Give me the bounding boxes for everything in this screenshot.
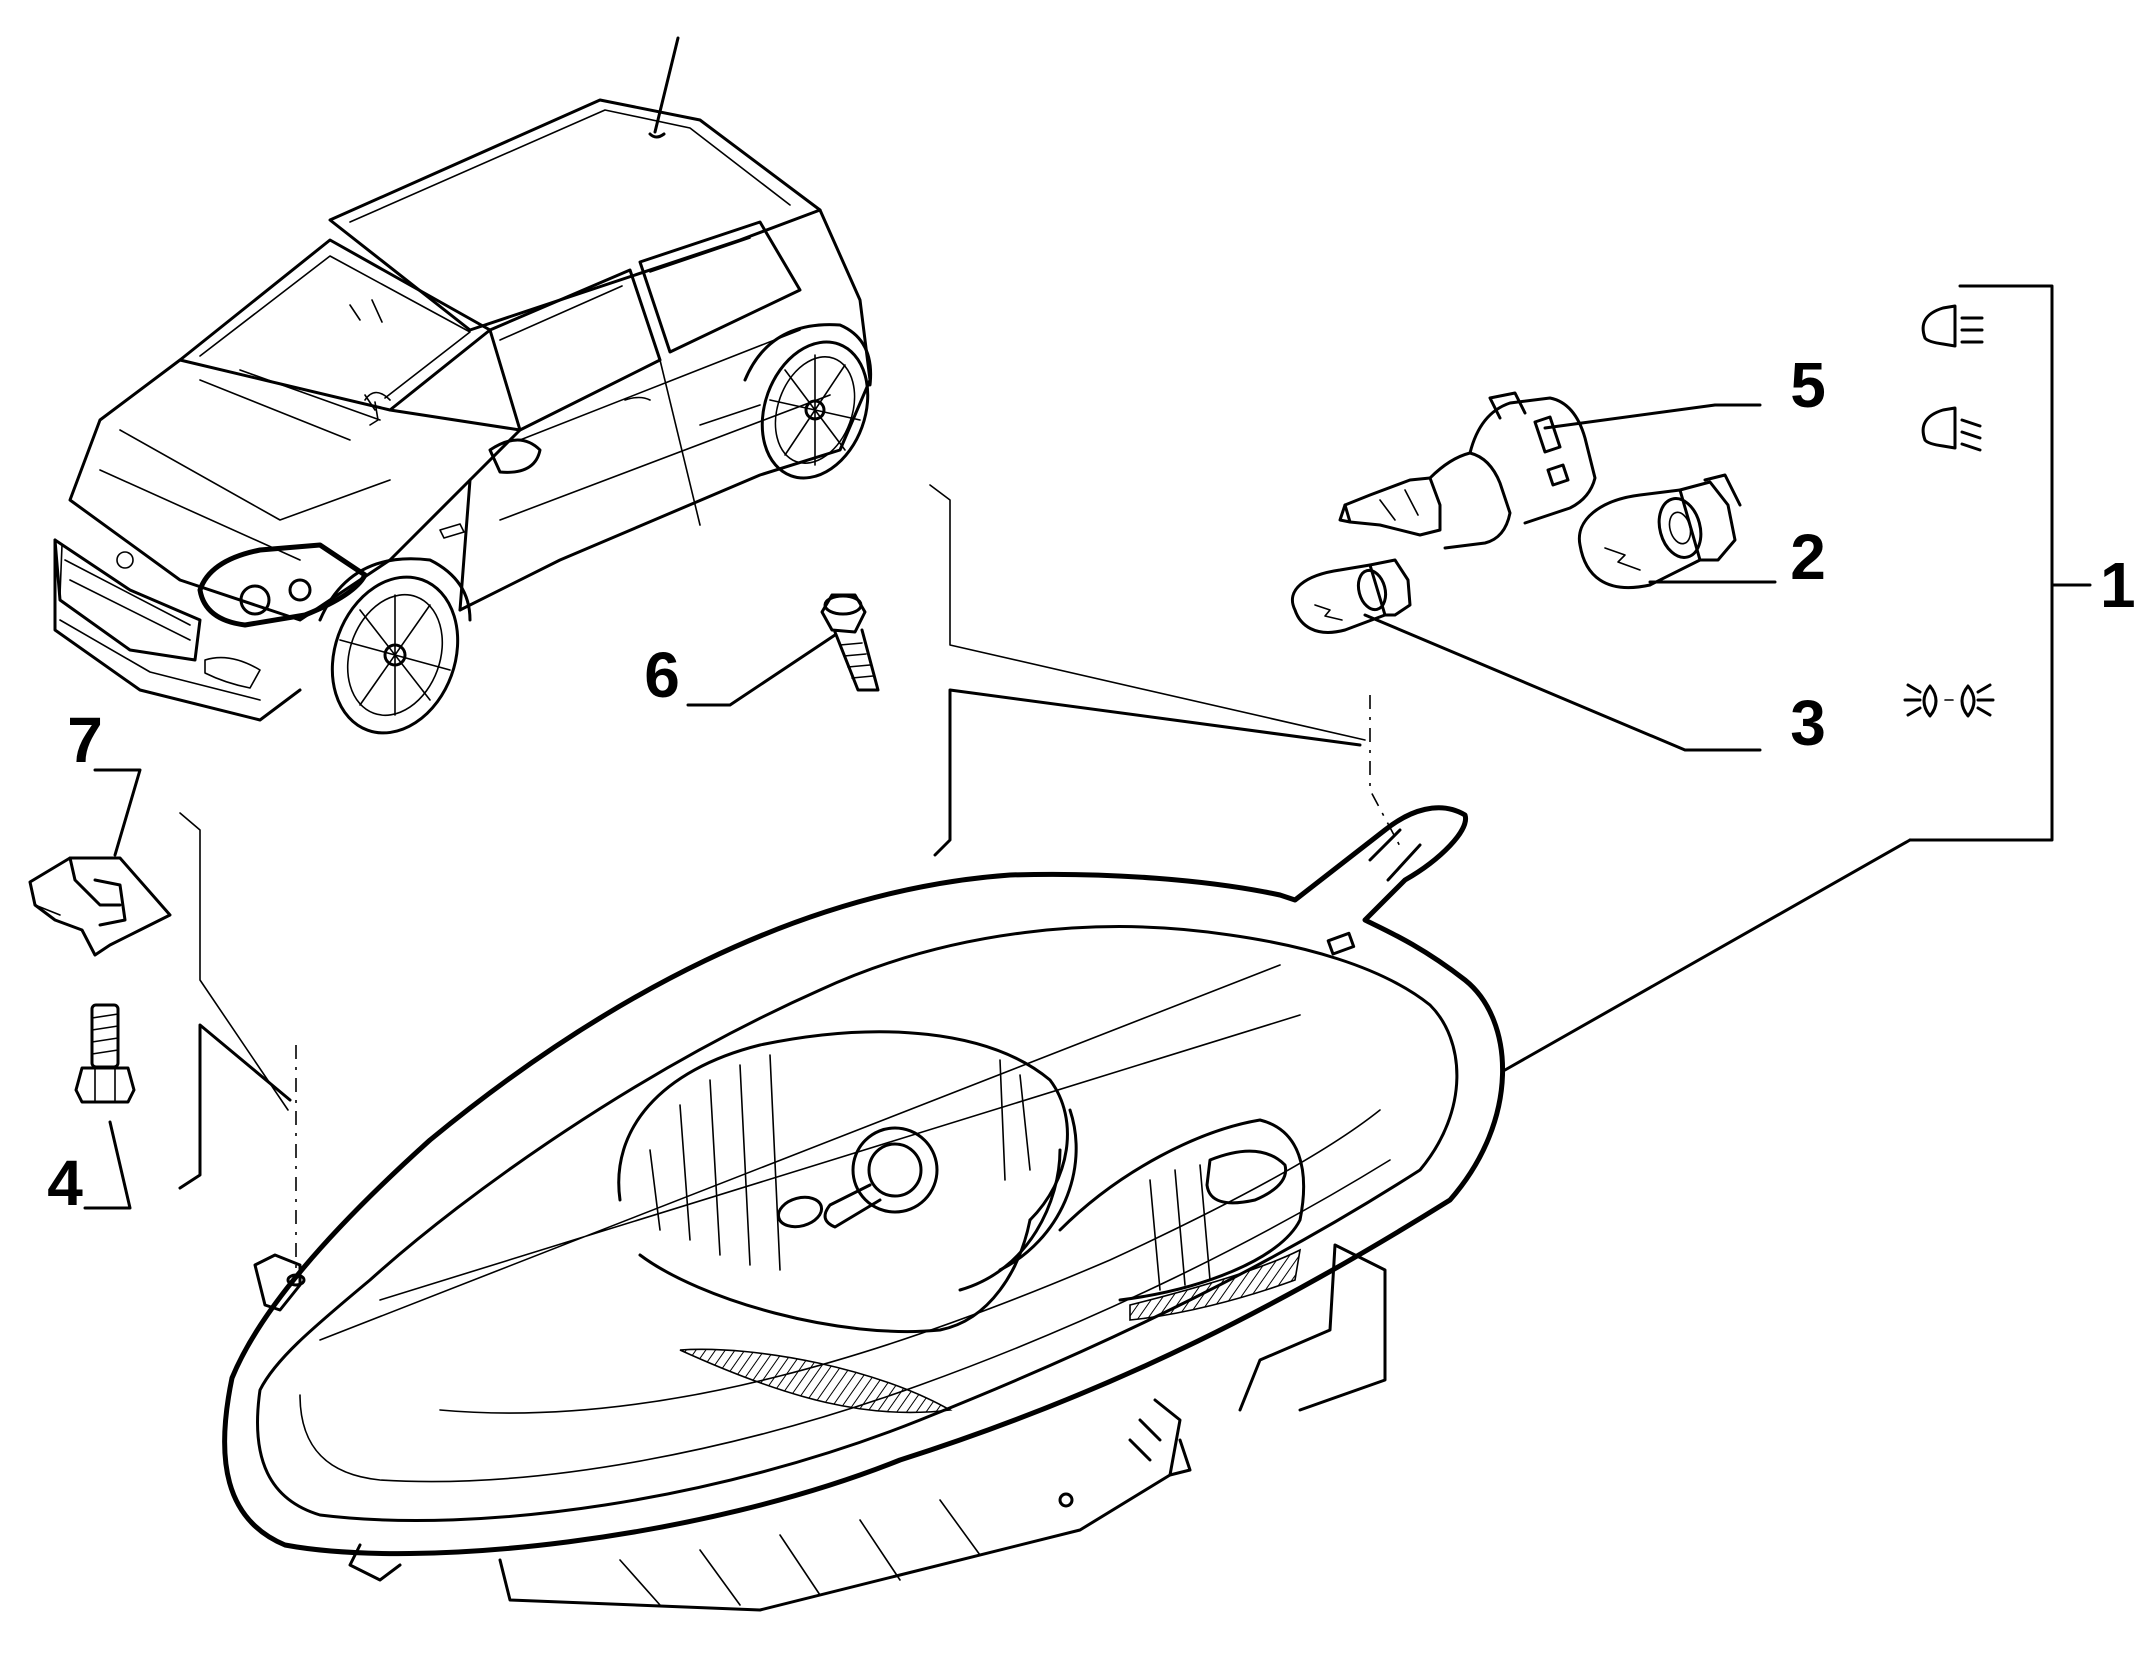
bulb-part-2 — [1577, 473, 1742, 590]
callout-7: 7 — [67, 704, 103, 776]
callout-5: 5 — [1790, 349, 1826, 421]
screw-part-6 — [820, 593, 880, 692]
side-lights-icon — [1903, 683, 1995, 718]
callout-6: 6 — [644, 639, 680, 711]
bulb-part-3 — [1290, 558, 1412, 634]
headlight-main-beam-icon — [1921, 304, 1984, 348]
leader-lines — [83, 284, 2092, 1270]
callout-labels: 1 2 3 4 5 6 7 — [47, 349, 2135, 1219]
callout-2: 2 — [1790, 521, 1826, 593]
car-illustration — [53, 36, 873, 735]
headlamp-assembly — [222, 805, 1506, 1612]
callout-3: 3 — [1790, 687, 1826, 759]
callout-1: 1 — [2100, 549, 2136, 621]
clip-part-7 — [28, 856, 172, 957]
headlight-dipped-beam-icon — [1921, 406, 1982, 452]
bolt-part-4 — [74, 1003, 136, 1104]
callout-4: 4 — [47, 1147, 83, 1219]
bulb-part-5 — [1338, 391, 1597, 550]
